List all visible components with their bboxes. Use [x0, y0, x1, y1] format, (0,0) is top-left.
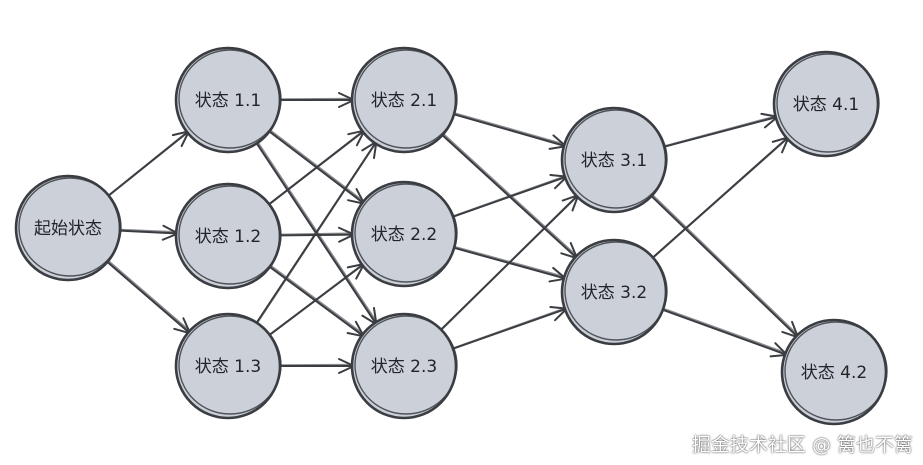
edge-s3_1-s4_2 — [650, 194, 800, 339]
edge-s2_3-s3_2 — [452, 306, 569, 350]
node-circle — [174, 312, 282, 420]
node-circle — [772, 50, 880, 158]
node-label: 状态 3.2 — [581, 283, 647, 303]
node-label: 状态 2.3 — [371, 357, 437, 377]
node-sketch-outline — [178, 315, 282, 415]
node-circle — [350, 312, 458, 420]
node-s2_2: 状态 2.2 — [350, 180, 458, 288]
node-sketch-outline — [776, 53, 880, 153]
node-s4_1: 状态 4.1 — [772, 50, 880, 158]
node-s4_2: 状态 4.2 — [780, 318, 888, 426]
node-label: 状态 4.1 — [793, 95, 859, 115]
node-circle — [350, 46, 458, 154]
node-s2_3: 状态 2.3 — [350, 312, 458, 420]
edge-start-s1_1 — [107, 129, 191, 197]
node-circle — [560, 238, 668, 346]
node-sketch-outline — [354, 49, 458, 149]
node-label: 状态 1.3 — [195, 357, 261, 377]
node-circle — [174, 182, 282, 290]
node-s3_2: 状态 3.2 — [560, 238, 668, 346]
node-circle — [560, 106, 668, 214]
node-sketch-outline — [564, 109, 668, 209]
node-s2_1: 状态 2.1 — [350, 46, 458, 154]
node-circle — [350, 180, 458, 288]
node-label: 状态 4.2 — [801, 363, 867, 383]
node-sketch-outline — [354, 315, 458, 415]
node-start: 起始状态 — [14, 174, 122, 282]
watermark: 掘金技术社区 @ 篱也不篱 — [691, 434, 913, 456]
node-sketch-outline — [178, 49, 282, 149]
edge-s2_2-s3_2 — [453, 246, 568, 283]
node-label: 状态 2.2 — [371, 225, 437, 245]
node-sketch-outline — [178, 185, 282, 285]
node-label: 状态 3.1 — [581, 151, 647, 171]
edges-layer — [106, 92, 800, 374]
node-s1_2: 状态 1.2 — [174, 182, 282, 290]
nodes-layer: 起始状态 状态 1.1 状态 1.2 状态 1.3 状态 2.1 状态 2.2 状态 2.3… — [14, 46, 888, 426]
edge-s3_2-s4_2 — [661, 307, 789, 358]
edge-s3_1-s4_1 — [663, 112, 780, 148]
edge-s3_2-s4_1 — [651, 134, 791, 259]
node-circle — [174, 46, 282, 154]
node-sketch-outline — [354, 183, 458, 283]
edge-start-s1_2 — [118, 224, 180, 241]
node-sketch-outline — [784, 321, 888, 421]
edge-s2_2-s3_1 — [452, 174, 569, 218]
node-label: 状态 1.1 — [195, 91, 261, 111]
node-sketch-outline — [564, 241, 668, 341]
node-label: 状态 2.1 — [371, 91, 437, 111]
node-label: 状态 1.2 — [195, 227, 261, 247]
edge-s2_1-s3_1 — [452, 112, 568, 150]
edge-start-s1_3 — [106, 260, 192, 335]
node-circle — [780, 318, 888, 426]
node-s1_1: 状态 1.1 — [174, 46, 282, 154]
node-label: 起始状态 — [34, 219, 102, 239]
node-s3_1: 状态 3.1 — [560, 106, 668, 214]
edge-s1_3-s2_3 — [279, 358, 356, 374]
edge-s1_1-s2_1 — [279, 92, 356, 108]
node-s1_3: 状态 1.3 — [174, 312, 282, 420]
edge-s1_2-s2_3 — [268, 265, 366, 338]
node-circle — [14, 174, 122, 282]
node-sketch-outline — [18, 177, 122, 277]
